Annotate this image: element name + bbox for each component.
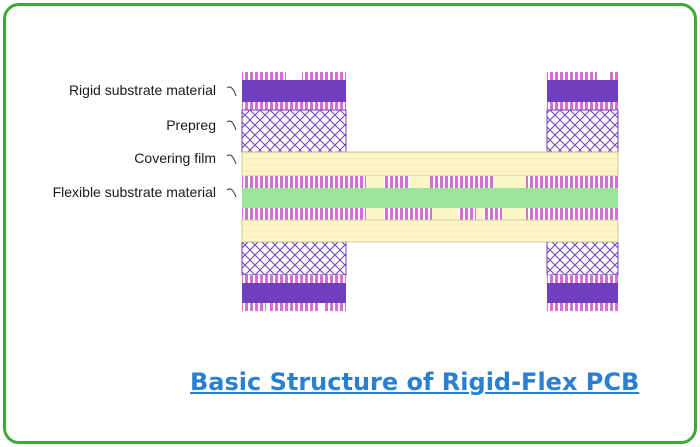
right-rigid-section: [546, 72, 619, 311]
leader-rigid: [226, 86, 237, 97]
leader-prepreg: [226, 120, 237, 131]
label-covering-film: Covering film: [134, 150, 216, 166]
leader-flexible: [226, 188, 237, 198]
leader-covering: [226, 154, 237, 165]
label-flexible-substrate: Flexible substrate material: [52, 184, 216, 200]
label-prepreg: Prepreg: [166, 117, 216, 133]
flex-core: [241, 151, 619, 243]
left-rigid-section: [241, 72, 347, 311]
caption-title[interactable]: Basic Structure of Rigid-Flex PCB: [190, 368, 640, 396]
label-rigid-substrate: Rigid substrate material: [68, 82, 216, 98]
